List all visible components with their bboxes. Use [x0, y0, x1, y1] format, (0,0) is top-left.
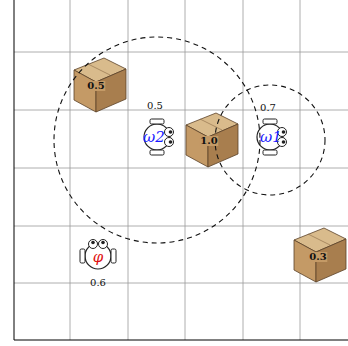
box [186, 113, 238, 167]
robot-weight: 0.6 [90, 278, 106, 288]
box [294, 228, 346, 282]
frame [14, 0, 348, 340]
box-weight: 1.0 [199, 136, 218, 146]
box-weight: 0.5 [86, 81, 105, 91]
robot-weight: 0.7 [260, 103, 276, 113]
box [74, 58, 126, 112]
robot-symbol [144, 119, 174, 155]
grid [14, 0, 348, 340]
box-weight: 0.3 [308, 252, 327, 262]
robot-weight: 0.5 [147, 101, 163, 111]
robot-name: ω1 [260, 130, 282, 145]
robot-symbol [80, 240, 116, 270]
sensing-range [54, 37, 325, 243]
robot-symbol [257, 119, 287, 155]
robot-name: ω2 [143, 130, 165, 145]
robot-name: φ [93, 250, 104, 265]
